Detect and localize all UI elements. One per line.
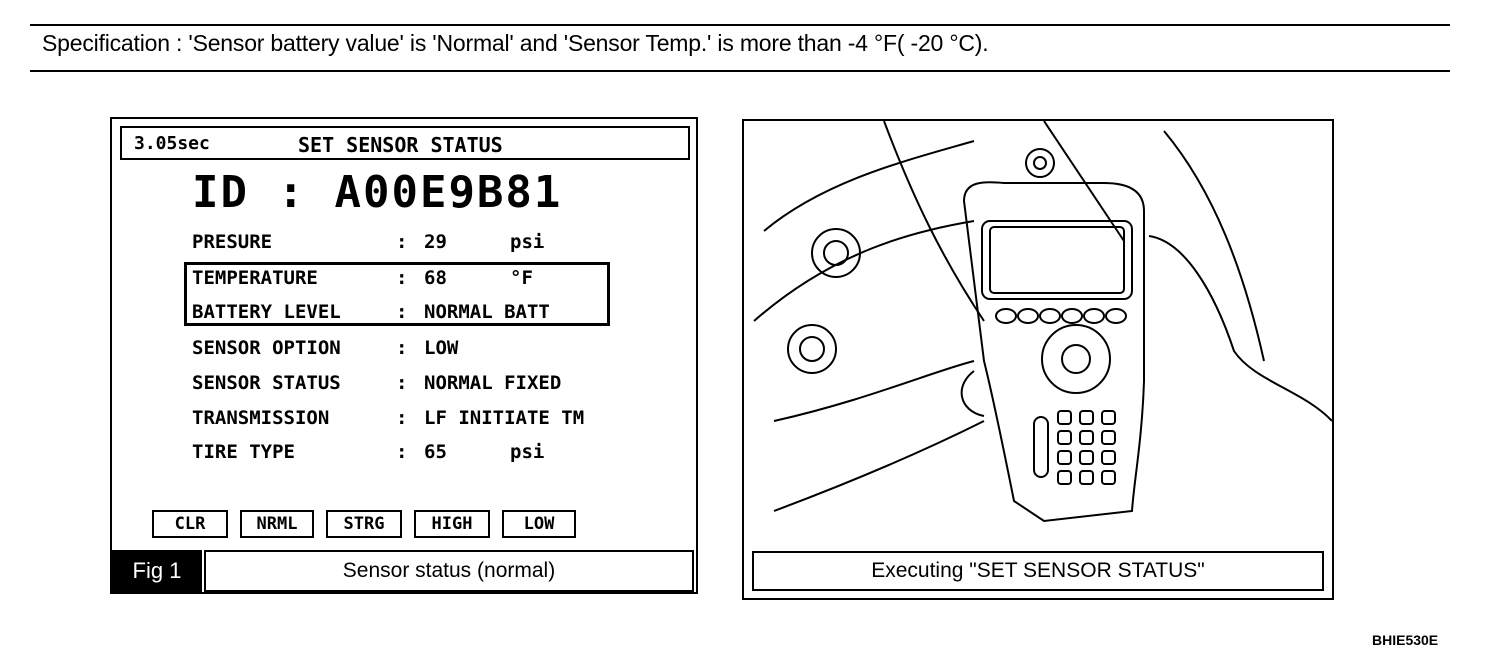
spec-bottom-rule [30, 70, 1450, 72]
figure-sensor-status-screen: 3.05sec SET SENSOR STATUS ID : A00E9B81 … [110, 117, 698, 594]
dpad-ring [1041, 324, 1111, 394]
softkey-strg[interactable]: STRG [326, 510, 402, 538]
lug-nut [823, 240, 849, 266]
keypad-key [1057, 450, 1072, 465]
function-key [1105, 308, 1127, 324]
valve-stem [1033, 156, 1047, 170]
softkey-nrml[interactable]: NRML [240, 510, 314, 538]
rim-curve [773, 420, 985, 512]
keypad-key [1079, 450, 1094, 465]
function-key [1017, 308, 1039, 324]
row-value: 65 [424, 441, 447, 463]
figure-caption: Executing "SET SENSOR STATUS" [752, 551, 1324, 591]
row-value: LOW [424, 337, 459, 359]
row-value: 68 [424, 267, 447, 289]
row-label: SENSOR STATUS [192, 372, 341, 394]
row-value: LF INITIATE TM [424, 407, 585, 429]
row-pressure: PRESURE : 29 psi [192, 231, 544, 363]
row-label: TIRE TYPE [192, 441, 295, 463]
valve-stem [1025, 148, 1055, 178]
row-sensor-option: SENSOR OPTION : LOW [192, 337, 458, 447]
row-value: NORMAL BATT [424, 301, 550, 323]
function-key [1083, 308, 1105, 324]
row-colon: : [396, 267, 408, 289]
sensor-id: ID : A00E9B81 [192, 167, 562, 218]
lug-nut [787, 324, 837, 374]
screen-header: 3.05sec SET SENSOR STATUS [120, 126, 690, 160]
keypad-key [1101, 430, 1116, 445]
keypad-key [1101, 450, 1116, 465]
figure-scan-tool-illustration: Executing "SET SENSOR STATUS" [742, 119, 1334, 600]
keypad-key [1057, 470, 1072, 485]
row-label: BATTERY LEVEL [192, 301, 341, 323]
rim-curve [1043, 121, 1125, 242]
row-colon: : [396, 372, 408, 394]
id-separator: : [277, 167, 306, 218]
specification-text: Specification : 'Sensor battery value' i… [42, 30, 989, 56]
rim-curve [883, 121, 985, 322]
keypad-key [1079, 410, 1094, 425]
row-transmission: TRANSMISSION : LF INITIATE TM [192, 407, 584, 517]
figure-tag: Fig 1 [112, 550, 202, 592]
softkey-clr[interactable]: CLR [152, 510, 228, 538]
row-label: PRESURE [192, 231, 273, 253]
function-key [1039, 308, 1061, 324]
softkey-low[interactable]: LOW [502, 510, 576, 538]
row-label: TRANSMISSION [192, 407, 330, 429]
hand-outline [1148, 235, 1332, 422]
function-key [995, 308, 1017, 324]
scan-tool-body [962, 181, 1145, 523]
row-sensor-status: SENSOR STATUS : NORMAL FIXED [192, 372, 561, 482]
row-tire-type: TIRE TYPE : 65 psi [192, 441, 544, 573]
figure-caption: Sensor status (normal) [204, 550, 694, 592]
figure-caption-bar: Fig 1 Sensor status (normal) [112, 550, 696, 592]
keypad-key [1101, 470, 1116, 485]
keypad-key [1057, 430, 1072, 445]
scan-tool-screen-inner [989, 226, 1125, 294]
dpad-center [1061, 344, 1091, 374]
row-colon: : [396, 337, 408, 359]
keypad-key [1079, 430, 1094, 445]
row-label: SENSOR OPTION [192, 337, 341, 359]
rim-curve [753, 220, 975, 322]
keypad-key [1101, 410, 1116, 425]
keypad-key [1057, 410, 1072, 425]
rim-curve [1163, 130, 1265, 362]
spec-top-rule [30, 24, 1450, 26]
row-colon: : [396, 441, 408, 463]
id-label: ID [192, 167, 249, 218]
rim-curve [763, 140, 975, 232]
softkey-high[interactable]: HIGH [414, 510, 490, 538]
lug-nut [799, 336, 825, 362]
highlight-frame [184, 262, 610, 326]
row-temperature: TEMPERATURE : 68 °F [192, 267, 533, 399]
scan-tool-screen [981, 220, 1133, 300]
row-battery-level: BATTERY LEVEL : NORMAL BATT [192, 301, 550, 411]
keypad-key [1079, 470, 1094, 485]
lug-nut [811, 228, 861, 278]
row-unit: psi [510, 231, 545, 253]
document-code: BHIE530E [1372, 632, 1439, 648]
function-key [1061, 308, 1083, 324]
row-value: NORMAL FIXED [424, 372, 562, 394]
scan-tool-drawing [753, 121, 1332, 523]
row-unit: psi [510, 441, 545, 463]
side-key [1033, 416, 1049, 478]
rim-curve [773, 360, 975, 422]
row-colon: : [396, 301, 408, 323]
row-label: TEMPERATURE [192, 267, 318, 289]
screen-title: SET SENSOR STATUS [298, 133, 503, 157]
id-value: A00E9B81 [334, 167, 563, 218]
row-value: 29 [424, 231, 447, 253]
row-colon: : [396, 407, 408, 429]
thumb-outline [960, 370, 985, 417]
elapsed-time: 3.05sec [134, 133, 210, 154]
row-unit: °F [510, 267, 533, 289]
row-colon: : [396, 231, 408, 253]
